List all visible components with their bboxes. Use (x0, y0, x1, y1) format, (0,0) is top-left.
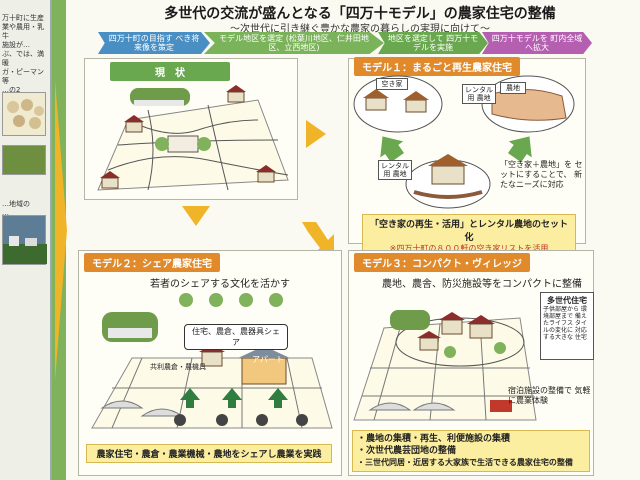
apartment-label: アパート (252, 355, 284, 364)
left-panel-photo-field (2, 145, 46, 175)
step-4: 四万十モデルを 町内全域へ拡大 (482, 32, 592, 54)
model3-lodging: 宿泊施設の整備で 気軽に農業体験 (508, 386, 591, 405)
page-subtitle: 〜次世代に引き継ぐ豊かな農家の暮らしの実現に向けて〜 (230, 24, 490, 35)
left-panel-photo-village (2, 215, 47, 265)
multi-generation-text: 子供部屋から 環境部屋まで 備えたライフス タイルの変化に 対応する大きな 住宅 (543, 306, 587, 341)
farmland-tag: 農地 (500, 82, 526, 94)
model2-diagram (91, 293, 333, 429)
model2-label: モデル２：シェア農家住宅 (84, 253, 220, 272)
multi-generation-title: 多世代住宅 (547, 296, 587, 305)
left-partial-panel: 万十町に生産 業や農用・乳牛 施設が… ぶ、では、満暖 ガ・ピーマン等 …の2 … (0, 0, 52, 480)
arrow-to-model1 (306, 120, 326, 148)
model2-caption: 若者のシェアする文化を活かす (150, 279, 290, 290)
model1-summary-sub: ※四万十町の８００軒の空き家リストを活用 (389, 244, 549, 253)
model1-label: モデル１：まるごと再生農家住宅 (354, 57, 520, 76)
current-state-label: 現 状 (110, 62, 230, 81)
left-yellow-arrow (55, 80, 67, 380)
rental-farmland-tag-bottom: レンタル用 農地 (378, 160, 412, 180)
model3-caption: 農地、農舎、防災施設等をコンパクトに整備 (382, 279, 582, 290)
step-2: モデル地区を選定 (松葉川地区、仁井田地区、立西地区) (204, 32, 384, 54)
rental-farmland-tag-top: レンタル用 農地 (462, 84, 496, 104)
vacant-house-tag: 空き家 (376, 78, 408, 90)
arrow-to-model2 (182, 206, 210, 226)
model1-summary: 「空き家の再生・活用」とレンタル農地のセット化 ※四万十町の８００軒の空き家リス… (362, 214, 576, 257)
model2-share-tag: 住宅、農倉、農器具シェア (184, 324, 288, 350)
left-panel-text-mid: …地域の … (2, 200, 30, 217)
model3-bullet-1: ・農地の集積・再生、利便施設の集積 (357, 434, 511, 444)
arrow-to-model3 (302, 222, 334, 254)
model1-diagram (353, 75, 575, 209)
step-1: 四万十町の目指す べき将来像を策定 (98, 32, 210, 54)
model1-set-text: 「空き家＋農地」を セットにすることで、 新たなニーズに対応 (500, 160, 583, 189)
model3-summary: ・農地の集積・再生、利便施設の集積 ・次世代農芸団地の整備 ・三世代同居・近居す… (352, 430, 590, 472)
model3-bullet-3: ・三世代同居・近居する大家族で生活できる農家住宅の整備 (357, 458, 573, 467)
multi-generation-box: 多世代住宅 子供部屋から 環境部屋まで 備えたライフス タイルの変化に 対応する… (540, 292, 594, 360)
left-panel-text-top: 万十町に生産 業や農用・乳牛 施設が… ぶ、では、満暖 ガ・ピーマン等 …の2 (2, 14, 44, 94)
model2-shared-use: 共利農倉・農機具 (150, 363, 206, 371)
current-map (97, 85, 289, 191)
model1-summary-main: 「空き家の再生・活用」とレンタル農地のセット化 (369, 220, 568, 243)
model3-label: モデル３：コンパクト・ヴィレッジ (354, 253, 530, 272)
left-panel-photo-nuts (2, 92, 46, 136)
step-3: 地区を選定して 四万十モデルを実施 (378, 32, 488, 54)
model3-diagram (353, 310, 537, 421)
model2-summary: 農家住宅・農倉・農業機械・農地をシェアし農業を実践 (86, 444, 332, 463)
model3-bullet-2: ・次世代農芸団地の整備 (357, 446, 457, 456)
page-title: 多世代の交流が盛んとなる「四万十モデル」の農家住宅の整備 (164, 6, 556, 22)
